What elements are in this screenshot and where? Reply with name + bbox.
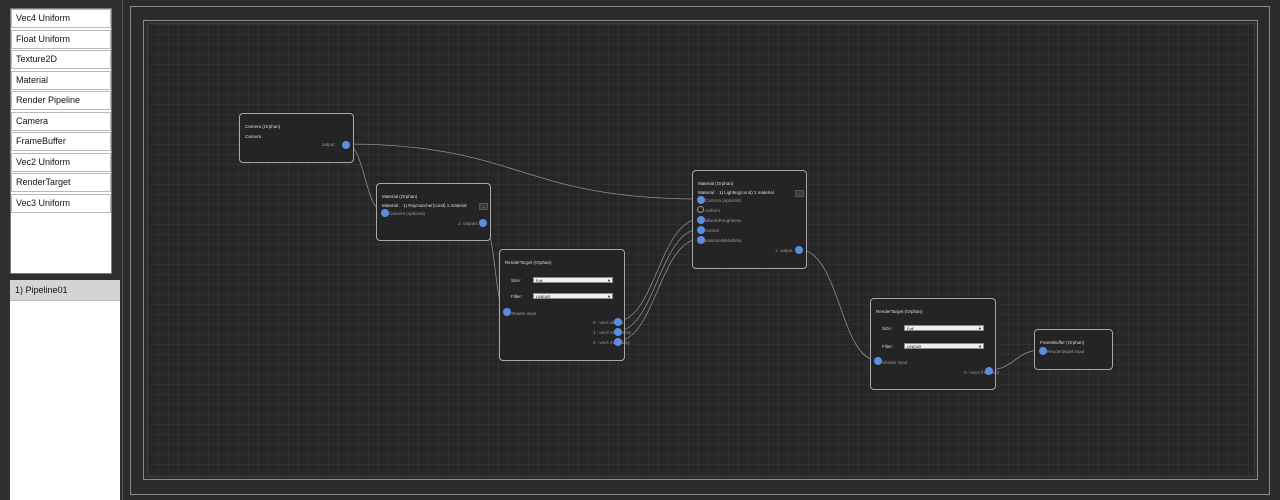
palette-item-vec2-uniform[interactable]: Vec2 Uniform bbox=[11, 152, 111, 172]
chevron-down-icon: ▼ bbox=[607, 278, 611, 283]
camera-input-port[interactable] bbox=[697, 196, 705, 204]
node-palette: Vec4 Uniform Float Uniform Texture2D Mat… bbox=[10, 8, 112, 274]
position-metallicity-input-label: position/Metallicity bbox=[705, 238, 742, 243]
normal-input-label: normal bbox=[705, 228, 719, 233]
node-title: Material (Orphan) bbox=[382, 194, 418, 199]
output-label: 1: outputs bbox=[458, 221, 478, 226]
node-title: FrameBuffer (Orphan) bbox=[1040, 340, 1085, 345]
node-title: Camera (Orphan) bbox=[245, 124, 281, 129]
size-label: Size : bbox=[511, 278, 523, 283]
size-value: Full bbox=[907, 326, 914, 331]
chevron-down-icon: ▼ bbox=[607, 294, 611, 299]
position-metallicity-input-port[interactable] bbox=[697, 236, 705, 244]
size-select[interactable]: Full ▼ bbox=[533, 277, 613, 283]
albedo-roughness-input-port[interactable] bbox=[697, 216, 705, 224]
filter-label: Filter : bbox=[511, 294, 524, 299]
size-select[interactable]: Full ▼ bbox=[904, 325, 984, 331]
palette-item-camera[interactable]: Camera bbox=[11, 111, 111, 131]
more-button[interactable]: ... bbox=[479, 203, 488, 210]
uniform-input-port[interactable] bbox=[697, 206, 704, 213]
output-port[interactable] bbox=[342, 141, 350, 149]
camera-input-label: Camera (optional) bbox=[705, 198, 742, 203]
output-label-roughness: 1 : vec4 roughness bbox=[593, 330, 632, 335]
palette-item-framebuffer[interactable]: FrameBuffer bbox=[11, 132, 111, 151]
material-label: Material : bbox=[698, 190, 717, 195]
filter-value: LINEAR bbox=[536, 294, 551, 299]
sidebar: Vec4 Uniform Float Uniform Texture2D Mat… bbox=[0, 0, 121, 500]
material-value: 1) Lighting(cond) 1 material bbox=[719, 190, 774, 195]
output-port-roughness[interactable] bbox=[614, 328, 622, 336]
camera-node[interactable]: Camera (Orphan) Camera output bbox=[239, 113, 354, 163]
more-button[interactable]: ... bbox=[795, 190, 804, 197]
shader-input-label: Shader input bbox=[882, 360, 908, 365]
material-value: 1) Raymarcher(cond) 1 material bbox=[403, 203, 467, 208]
uniform-input-label: uniform bbox=[705, 208, 721, 213]
palette-item-material[interactable]: Material bbox=[11, 70, 111, 90]
albedo-roughness-input-label: albedoRoughness bbox=[705, 218, 742, 223]
node-title: RenderTarget (Orphan) bbox=[505, 260, 552, 265]
framebuffer-node[interactable]: FrameBuffer (Orphan) Rendertarget input bbox=[1034, 329, 1113, 370]
material-node-lighting[interactable]: Material (Orphan) Material : 1) Lighting… bbox=[692, 170, 807, 269]
pipeline-item[interactable]: 1) Pipeline01 bbox=[10, 280, 120, 301]
output-label: 1: output bbox=[775, 248, 793, 253]
palette-item-vec4-uniform[interactable]: Vec4 Uniform bbox=[11, 9, 111, 28]
shader-input-port[interactable] bbox=[874, 357, 882, 365]
rendertarget-node-1[interactable]: RenderTarget (Orphan) Size : Full ▼ Filte… bbox=[499, 249, 631, 361]
node-title: Material (Orphan) bbox=[698, 181, 734, 186]
output-label: 0 : vec4 fragColor bbox=[964, 370, 1000, 375]
rendertarget-input-port[interactable] bbox=[1039, 347, 1047, 355]
graph-frame-outer bbox=[130, 6, 1270, 495]
filter-label: Filter : bbox=[882, 344, 895, 349]
palette-item-rendertarget[interactable]: RenderTarget bbox=[11, 173, 111, 192]
pipeline-list: 1) Pipeline01 bbox=[10, 280, 120, 500]
output-label-metallicity: 2 : vec4 metallicity bbox=[593, 340, 630, 345]
output-port-metallicity[interactable] bbox=[614, 338, 622, 346]
graph-frame-inner bbox=[143, 20, 1258, 480]
camera-label: Camera bbox=[245, 134, 262, 139]
shader-input-label: Shader input bbox=[511, 311, 537, 316]
filter-select[interactable]: LINEAR ▼ bbox=[533, 293, 613, 299]
camera-input-label: Camera (optional) bbox=[389, 211, 426, 216]
shader-input-port[interactable] bbox=[503, 308, 511, 316]
material-label: Material : bbox=[382, 203, 401, 208]
filter-value: LINEAR bbox=[907, 344, 922, 349]
palette-item-render-pipeline[interactable]: Render Pipeline bbox=[11, 91, 111, 110]
size-value: Full bbox=[536, 278, 543, 283]
filter-select[interactable]: LINEAR ▼ bbox=[904, 343, 984, 349]
material-node-raymarcher[interactable]: Material (Orphan) Material : 1) Raymarch… bbox=[376, 183, 491, 241]
output-port[interactable] bbox=[479, 219, 487, 227]
palette-item-float-uniform[interactable]: Float Uniform bbox=[11, 29, 111, 49]
chevron-down-icon: ▼ bbox=[978, 326, 982, 331]
size-label: Size : bbox=[882, 326, 894, 331]
palette-item-texture2d[interactable]: Texture2D bbox=[11, 50, 111, 69]
output-label-albedo: 0 : vec4 albedo bbox=[593, 320, 624, 325]
output-port[interactable] bbox=[985, 367, 993, 375]
output-port-albedo[interactable] bbox=[614, 318, 622, 326]
normal-input-port[interactable] bbox=[697, 226, 705, 234]
palette-item-vec3-uniform[interactable]: Vec3 Uniform bbox=[11, 193, 111, 213]
node-canvas[interactable] bbox=[147, 23, 1255, 477]
rendertarget-node-2[interactable]: RenderTarget (Orphan) Size : Full ▼ Filte… bbox=[870, 298, 1000, 390]
output-port[interactable] bbox=[795, 246, 803, 254]
chevron-down-icon: ▼ bbox=[978, 344, 982, 349]
camera-input-port[interactable] bbox=[381, 209, 389, 217]
node-title: RenderTarget (Orphan) bbox=[876, 309, 923, 314]
rendertarget-input-label: Rendertarget input bbox=[1047, 349, 1085, 354]
output-label: output bbox=[322, 142, 335, 147]
